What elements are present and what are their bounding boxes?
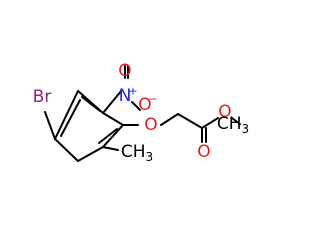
molecule-structure-diagram: Br N + O O − O O O CH3 CH3 <box>33 61 249 164</box>
bond-c-o-ester <box>201 117 219 129</box>
bond-ring-c4-c5 <box>54 138 79 162</box>
bond-ring-inner-2 <box>60 99 81 137</box>
bond-ring-c1-c2 <box>102 112 124 126</box>
atom-ch3-aryl: CH3 <box>121 142 153 164</box>
bond-ring-c3-c4 <box>77 146 104 162</box>
bond-c-n <box>102 89 123 114</box>
bond-ring-c2-c3 <box>102 124 124 148</box>
atom-o-carbonyl: O <box>197 142 210 162</box>
bond-ring-c5-c6 <box>54 90 79 140</box>
atom-ch3-ester: CH3 <box>217 114 249 136</box>
benzene-ring <box>54 90 124 162</box>
bond-o-ch3 <box>231 117 241 125</box>
atom-o-ester: O <box>218 102 231 122</box>
atom-o-nitro-charge: − <box>148 93 157 106</box>
bond-ch2-c <box>177 113 203 129</box>
atom-n-charge: + <box>128 85 137 98</box>
bond-o-ch2 <box>160 113 179 126</box>
bond-c-br <box>44 111 56 140</box>
bond-ring-inner-3 <box>81 96 101 112</box>
bond-ring-inner-1 <box>98 128 118 144</box>
atom-br: Br <box>33 87 52 107</box>
atom-o-nitro-bottom: O <box>138 95 151 115</box>
atom-o-ether: O <box>144 115 157 135</box>
atom-o-nitro-top: O <box>118 61 131 81</box>
bond-c-ch3 <box>102 146 119 151</box>
atom-n-nitro: N <box>119 86 132 106</box>
bond-n-o-bottom <box>131 101 141 111</box>
